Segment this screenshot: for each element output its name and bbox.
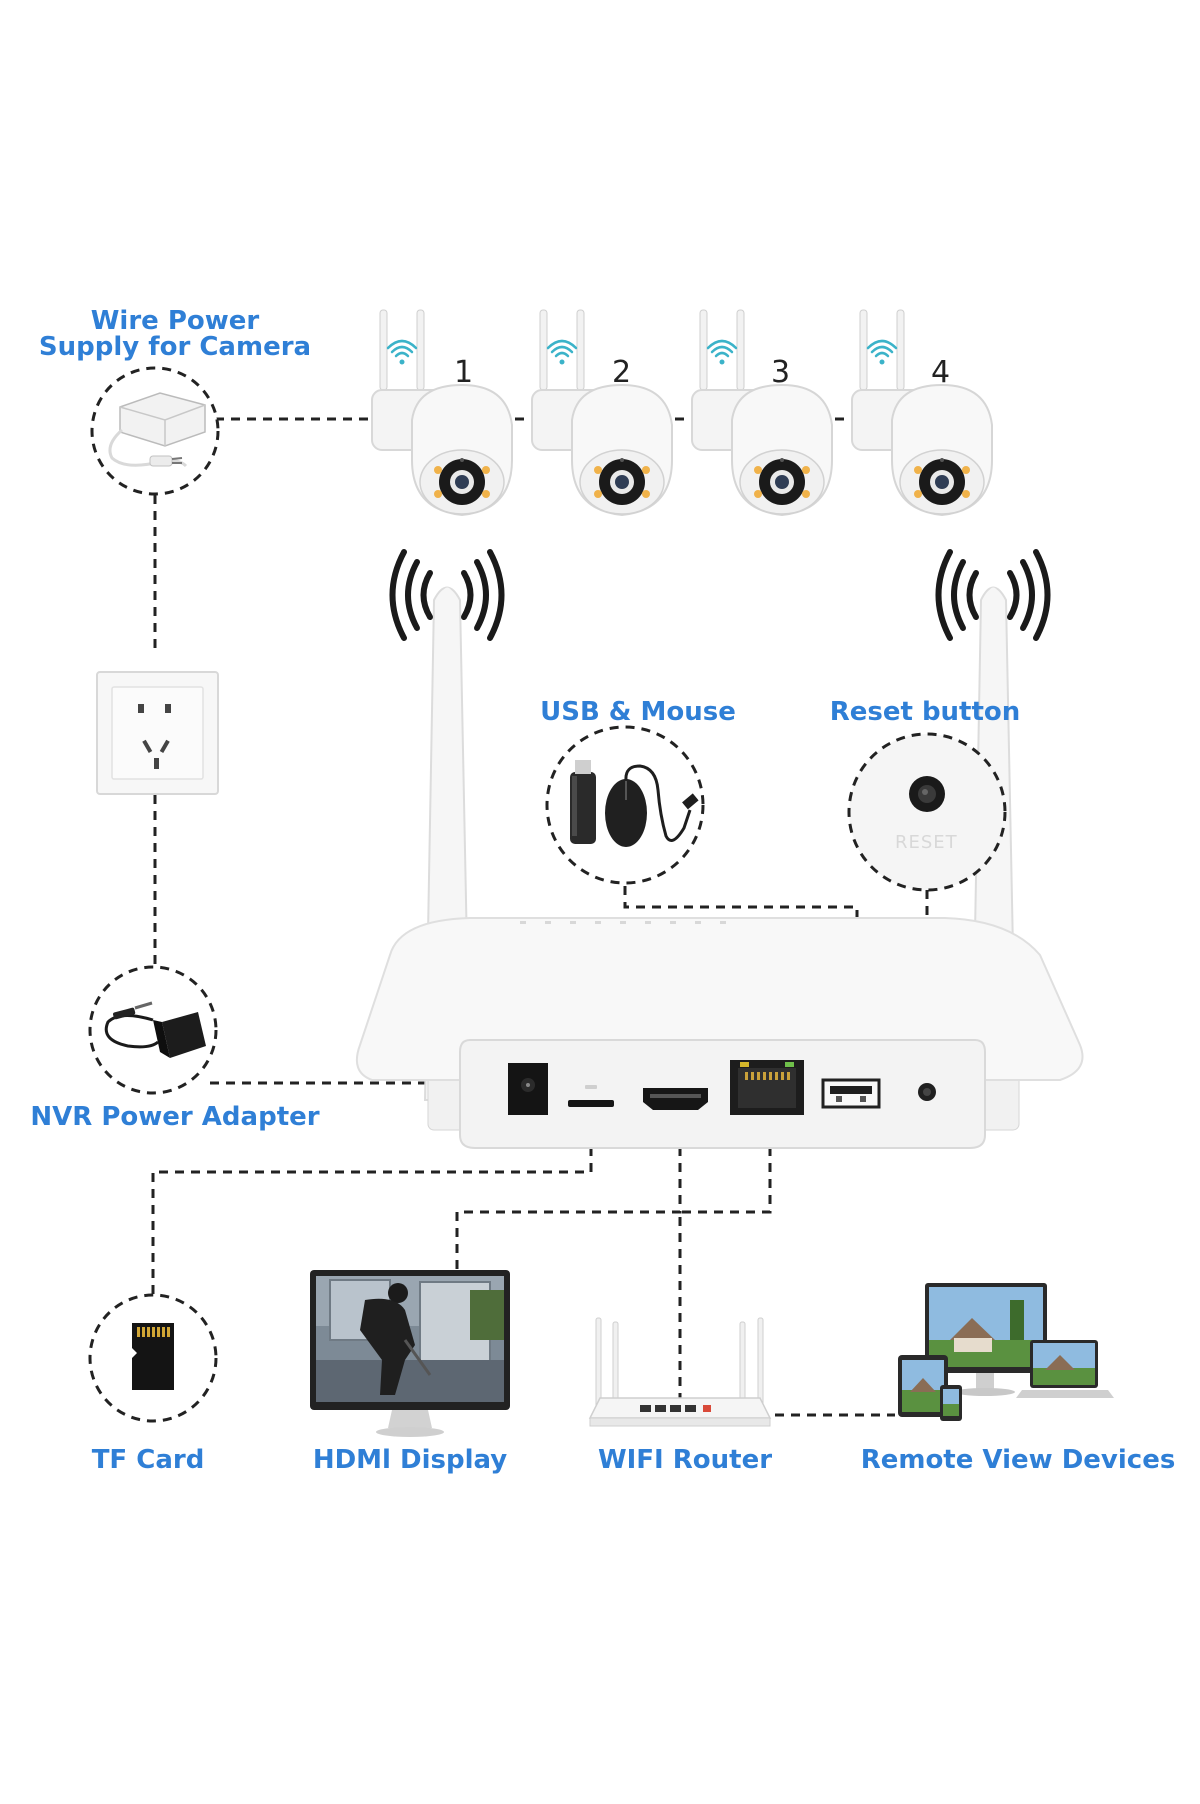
laptop-icon	[1016, 1340, 1114, 1398]
camera-number-2: 2	[612, 355, 632, 390]
router-icon	[588, 1317, 772, 1427]
line-lan-to-router	[678, 1115, 772, 1400]
label-reset-button: Reset button	[829, 697, 1021, 727]
line-tf-to-card	[151, 1115, 593, 1298]
nvr-device-icon	[356, 586, 1084, 1149]
label-usb-mouse: USB & Mouse	[540, 697, 736, 727]
reset-button-node	[847, 732, 1007, 892]
label-remote-view-devices: Remote View Devices	[860, 1445, 1176, 1475]
camera-icon	[371, 309, 513, 517]
label-wire-power-line2: Supply for Camera	[38, 332, 312, 362]
antenna-tips	[437, 587, 1004, 605]
tablet-icon	[898, 1355, 948, 1417]
power-supply-node	[90, 366, 220, 496]
phone-icon	[940, 1385, 962, 1421]
tf-card-slot	[568, 1085, 614, 1107]
camera-icon	[851, 309, 993, 517]
camera-number-4: 4	[931, 355, 951, 390]
label-tf-card: TF Card	[91, 1445, 205, 1475]
wifi-signal-icon	[389, 549, 1051, 641]
power-supply-icon	[108, 392, 206, 468]
label-wire-power-line1: Wire Power	[90, 306, 260, 336]
usb-mouse-node	[545, 725, 705, 885]
camera-icon	[691, 309, 833, 517]
label-hdmi-display: HDMl Display	[312, 1445, 508, 1475]
usb-stick-icon	[570, 760, 596, 844]
reset-port	[918, 1083, 936, 1101]
reset-hole-icon	[909, 776, 945, 812]
status-leds	[520, 921, 726, 924]
power-adapter-node	[88, 965, 218, 1095]
lan-port	[730, 1060, 804, 1115]
camera-icon	[531, 309, 673, 517]
wall-socket-icon	[96, 671, 219, 795]
power-adapter-icon	[104, 1001, 206, 1058]
wifi-signal-icon	[386, 339, 418, 365]
line-mouse-to-usb	[623, 886, 859, 1068]
label-wifi-router: WIFI Router	[597, 1445, 773, 1475]
tf-card-icon	[132, 1323, 174, 1390]
camera-number-3: 3	[771, 355, 791, 390]
wifi-signal-icon	[546, 339, 578, 365]
tf-card-node	[88, 1293, 218, 1423]
wifi-signal-icon	[706, 339, 738, 365]
camera-number-1: 1	[454, 355, 474, 390]
hdmi-port	[643, 1088, 708, 1110]
dc-power-port	[508, 1063, 548, 1115]
usb-port	[821, 1078, 881, 1109]
label-nvr-power-adapter: NVR Power Adapter	[30, 1102, 320, 1132]
reset-engraving: RESET	[895, 832, 958, 853]
mouse-icon	[605, 764, 699, 847]
remote-devices-group	[898, 1283, 1114, 1421]
cameras-row	[371, 309, 993, 517]
desktop-icon	[925, 1283, 1047, 1396]
wifi-signal-icon	[866, 339, 898, 365]
line-hdmi-to-monitor	[455, 1115, 682, 1280]
monitor-icon	[310, 1270, 510, 1437]
